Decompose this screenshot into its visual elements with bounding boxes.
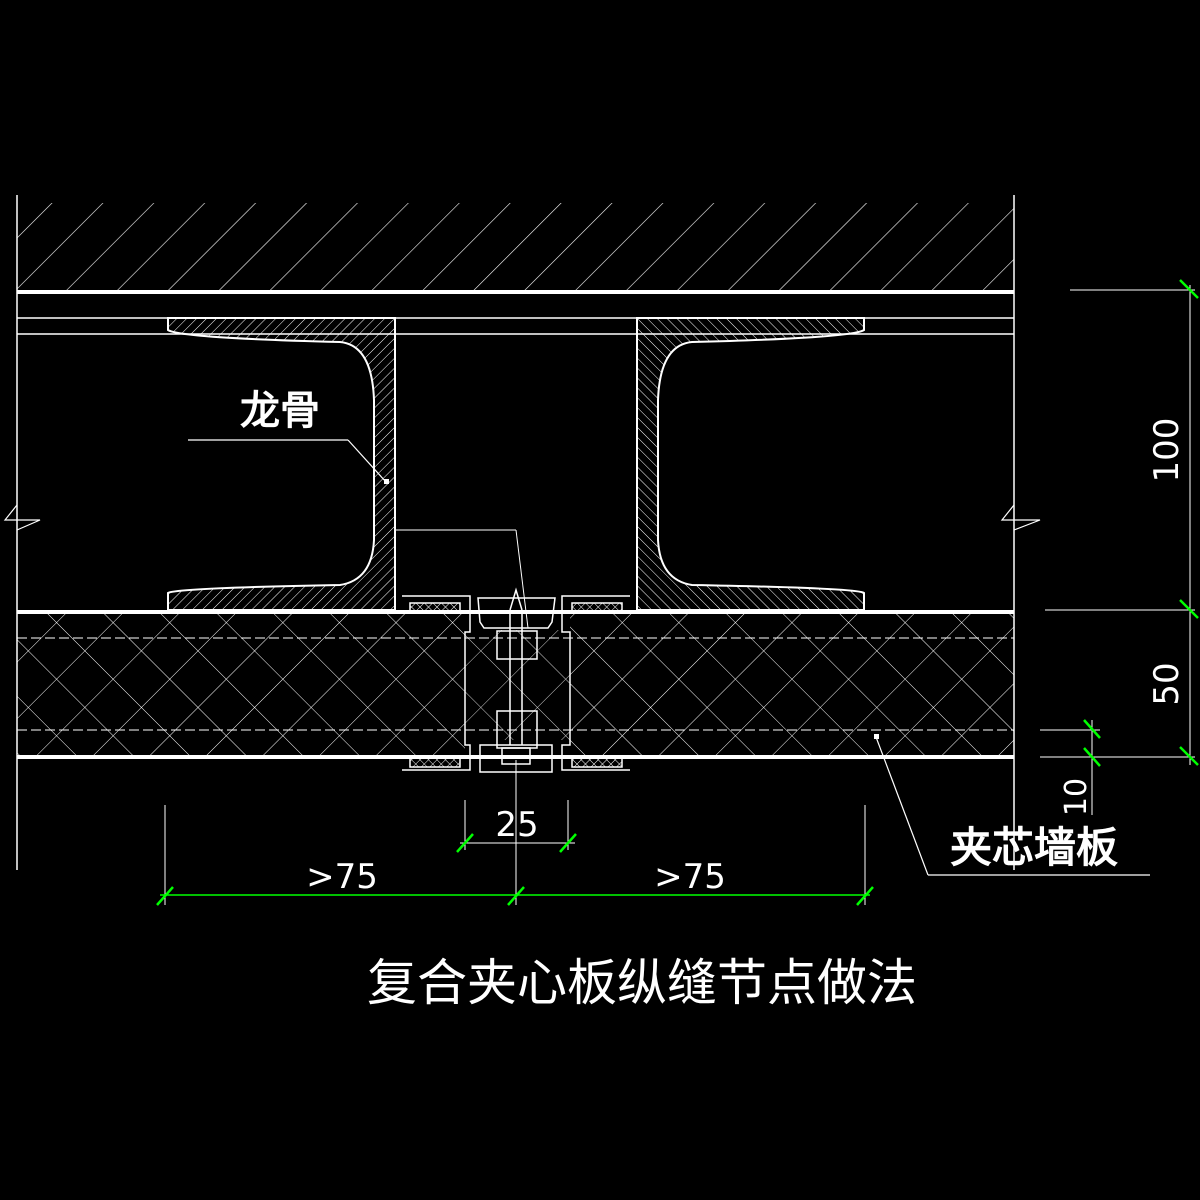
keel-label: 龙骨	[240, 388, 320, 434]
dim-left-75: >75	[306, 857, 378, 897]
concrete-slab	[3, 195, 1041, 870]
dim-10: 10	[1059, 778, 1094, 816]
horizontal-dimensions: 25 >75 >75	[156, 760, 874, 906]
vertical-dimensions: 100 50 10	[1040, 279, 1199, 816]
dim-100: 100	[1147, 418, 1187, 483]
keel-callout: 龙骨	[188, 388, 389, 484]
panel-callout: 夹芯墙板	[874, 734, 1150, 876]
drawing-title: 复合夹心板纵缝节点做法	[367, 954, 917, 1012]
panel-label: 夹芯墙板	[950, 823, 1118, 872]
keel-right	[636, 317, 865, 611]
dim-50: 50	[1147, 662, 1187, 705]
dim-right-75: >75	[654, 857, 726, 897]
dim-25: 25	[495, 805, 538, 845]
keel-left	[167, 317, 396, 611]
sandwich-panel	[17, 614, 1014, 755]
joint-connector	[396, 529, 630, 773]
